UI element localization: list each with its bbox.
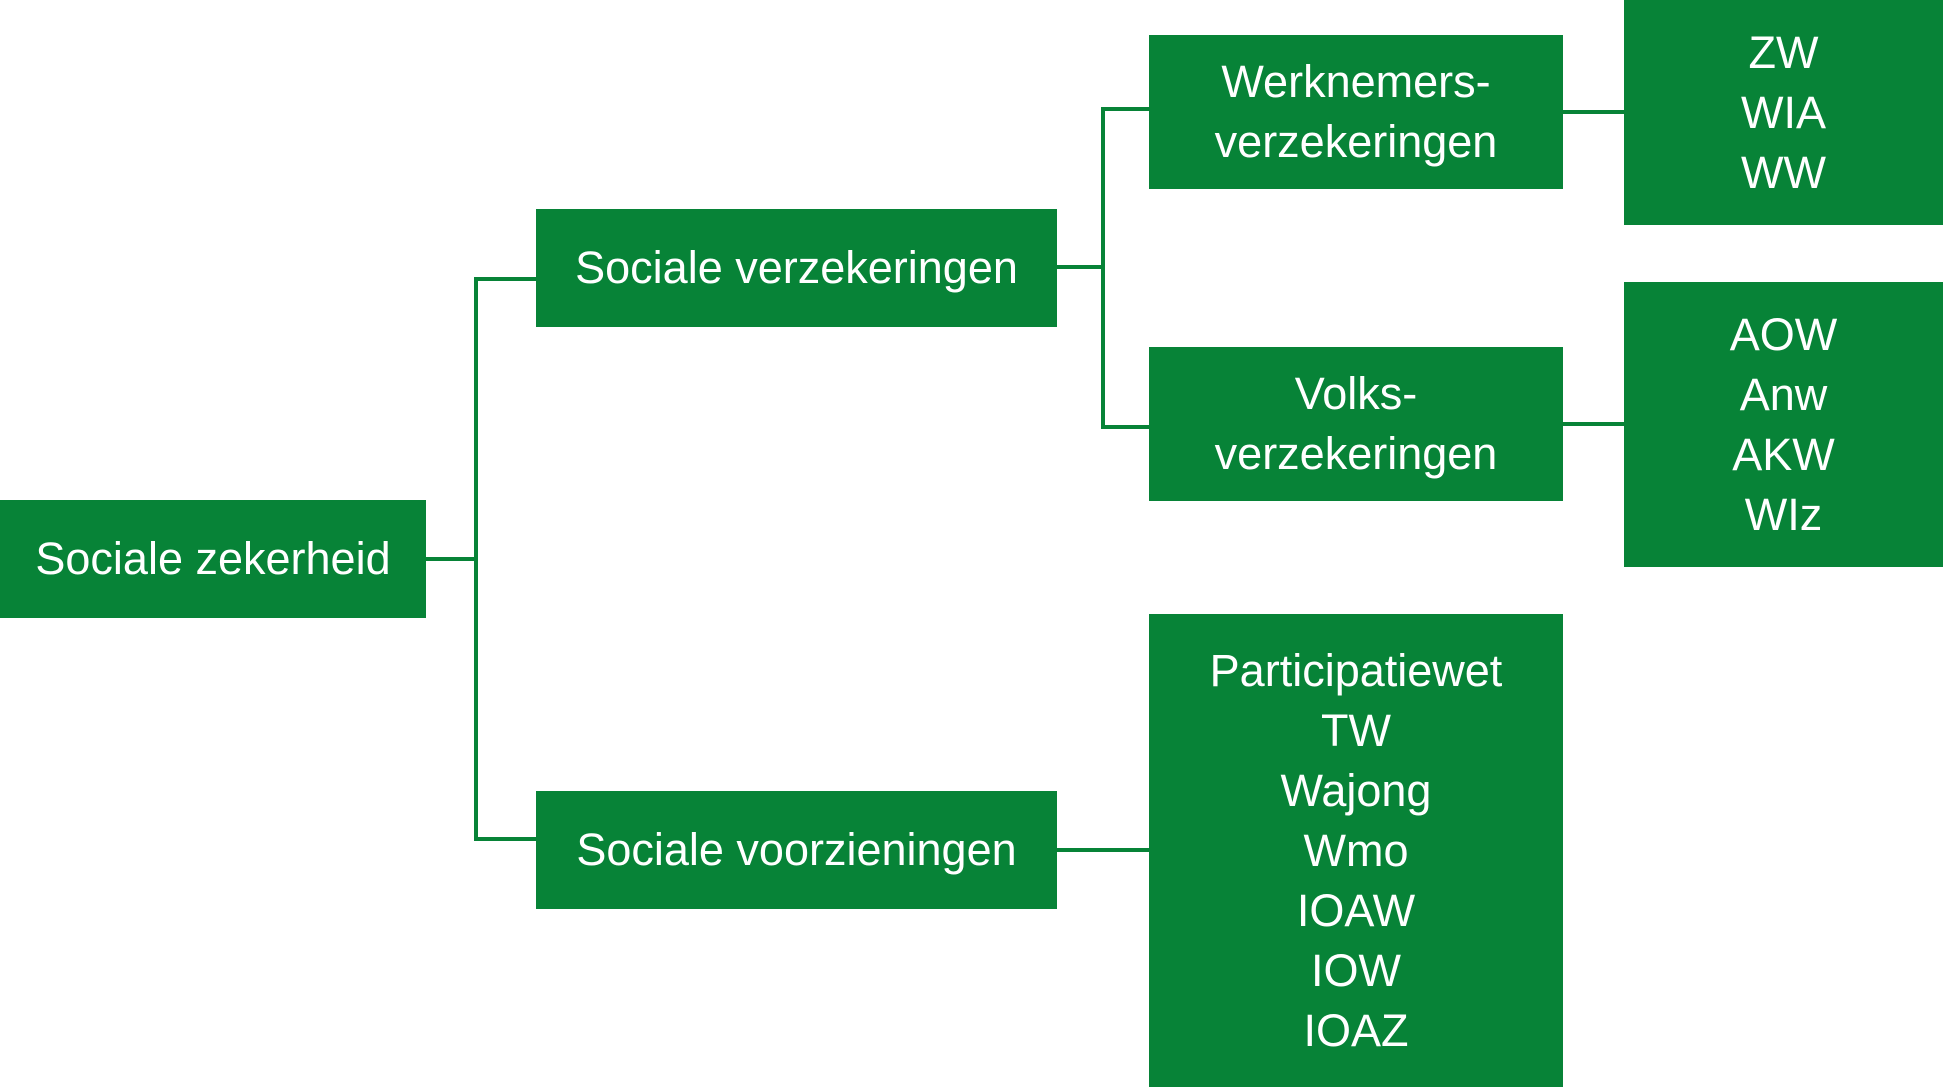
law-item: Wajong (1280, 764, 1432, 816)
law-item: WW (1741, 146, 1826, 198)
voorzieningen-wetten-node: Participatiewet TW Wajong Wmo IOAW IOW I… (1149, 614, 1563, 1087)
law-item: Anw (1739, 368, 1828, 420)
law-item: AOW (1729, 308, 1838, 360)
werknemersverzekeringen-line-2: verzekeringen (1214, 116, 1498, 167)
law-item: IOW (1311, 944, 1401, 996)
werknemers-wetten-node: ZW WIA WW (1624, 0, 1943, 225)
root-node: Sociale zekerheid (0, 500, 426, 618)
volks-wetten-node: AOW Anw AKW WIz (1624, 282, 1943, 567)
sociale-verzekeringen-label: Sociale verzekeringen (575, 242, 1018, 293)
law-item: TW (1321, 704, 1391, 756)
law-item: IOAW (1296, 884, 1416, 936)
sociale-voorzieningen-label: Sociale voorzieningen (576, 824, 1017, 875)
law-item: WIz (1744, 488, 1823, 540)
volksverzekeringen-line-2: verzekeringen (1214, 428, 1498, 479)
law-item: ZW (1748, 26, 1819, 78)
volksverzekeringen-line-1: Volks- (1294, 368, 1418, 419)
sociale-verzekeringen-node: Sociale verzekeringen (536, 209, 1057, 327)
law-item: Participatiewet (1209, 644, 1503, 696)
law-item: IOAZ (1303, 1004, 1409, 1056)
law-item: WIA (1741, 86, 1826, 138)
werknemersverzekeringen-line-1: Werknemers- (1221, 56, 1491, 107)
werknemersverzekeringen-node: Werknemers- verzekeringen (1149, 35, 1563, 189)
sociale-voorzieningen-node: Sociale voorzieningen (536, 791, 1057, 909)
volksverzekeringen-node: Volks- verzekeringen (1149, 347, 1563, 501)
connector-root-branch (474, 277, 536, 841)
connector-verzekeringen-branch (1101, 107, 1149, 429)
law-item: AKW (1732, 428, 1835, 480)
root-label: Sociale zekerheid (35, 533, 391, 584)
law-item: Wmo (1303, 824, 1409, 876)
